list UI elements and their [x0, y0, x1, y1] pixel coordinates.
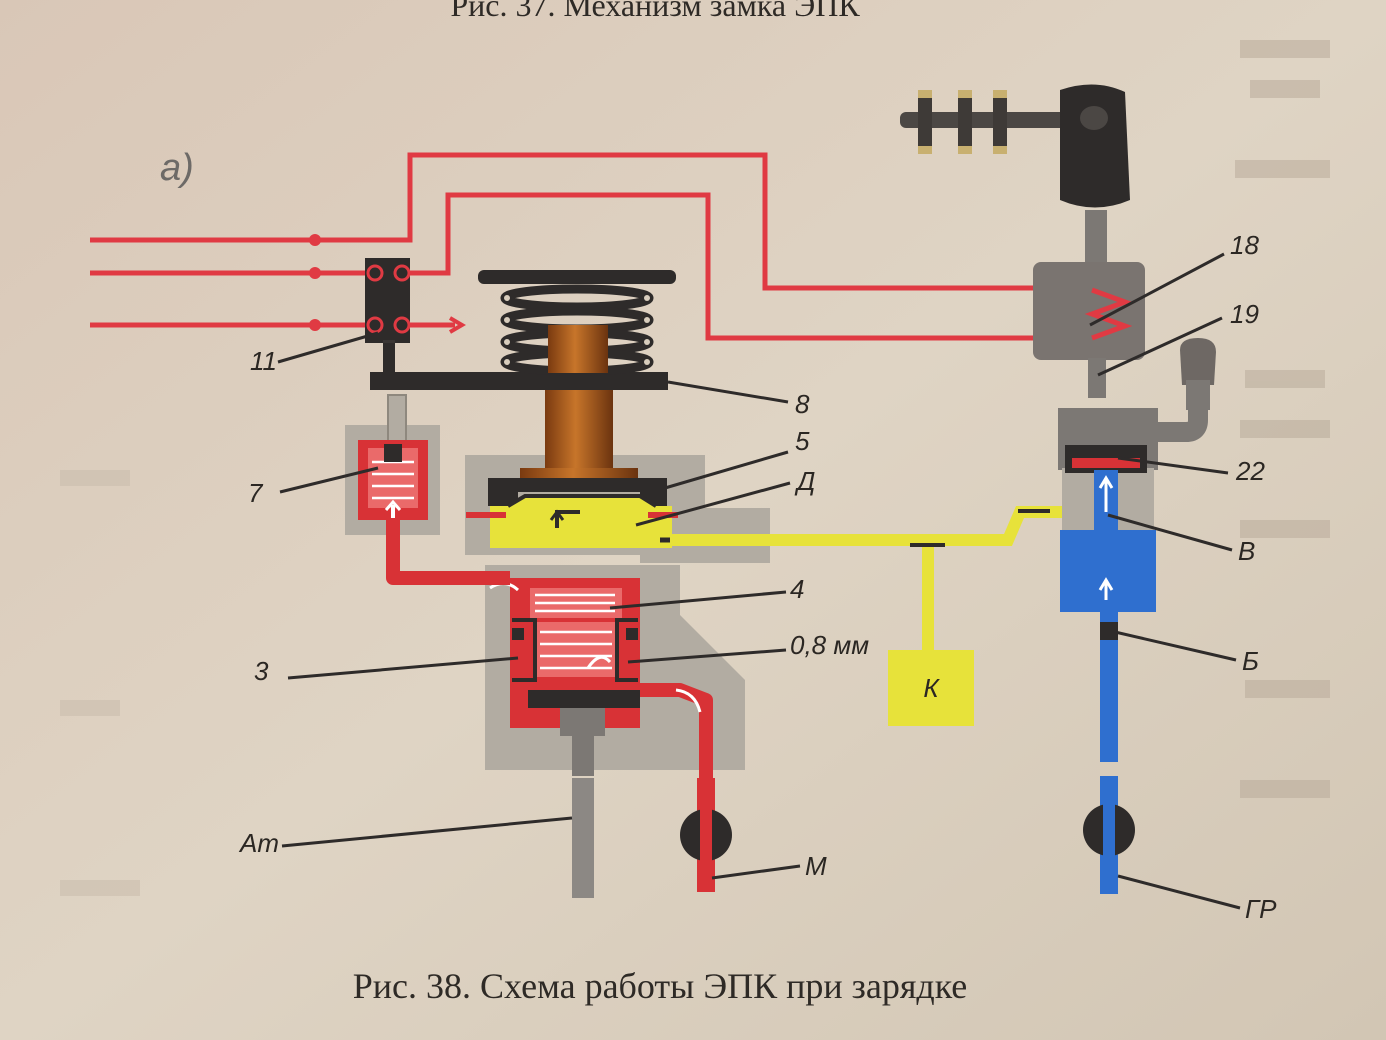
- top-caption: Рис. 37. Механизм замка ЭПК: [450, 0, 860, 23]
- label-7: 7: [248, 478, 264, 508]
- red-pipe-arrow: [675, 688, 702, 713]
- rod-19: [1088, 358, 1106, 398]
- label-gap: 0,8 мм: [790, 630, 869, 660]
- label-5: 5: [795, 426, 810, 456]
- chamber-D: [466, 494, 685, 548]
- side-fitting: [1140, 338, 1216, 442]
- label-D: Д: [794, 466, 815, 496]
- leader-lines: [277, 252, 1241, 910]
- atmosphere-outlet: [560, 708, 605, 898]
- valve-body-right: [1058, 408, 1158, 612]
- red-pipe-7-4: [386, 520, 510, 585]
- label-18: 18: [1230, 230, 1259, 260]
- label-8: 8: [795, 389, 810, 419]
- red-pipe-M: [640, 683, 713, 780]
- bleed-through-text: [60, 40, 1330, 896]
- label-19: 19: [1230, 299, 1259, 329]
- wire-2b: [405, 192, 1110, 341]
- label-3: 3: [254, 656, 269, 686]
- label-4: 4: [790, 574, 804, 604]
- label-At: Ат: [238, 828, 279, 858]
- main-line-M: [680, 778, 732, 892]
- spring-8: [478, 270, 676, 376]
- label-B: Б: [1242, 646, 1259, 676]
- reservoir-K: К: [888, 650, 974, 726]
- label-GR: ГР: [1245, 894, 1277, 924]
- label-M: М: [805, 851, 827, 881]
- panel-label: а): [160, 147, 194, 189]
- wire-1: [90, 152, 1110, 291]
- open-contact: [448, 316, 466, 334]
- bottom-caption: Рис. 38. Схема работы ЭПК при зарядке: [353, 966, 968, 1006]
- label-K: К: [923, 673, 940, 703]
- solenoid-housing-18: [1033, 262, 1145, 360]
- valve-7: [358, 394, 428, 520]
- lever-rod: [383, 343, 395, 373]
- lever-8: [370, 372, 668, 390]
- key-handle: [900, 84, 1130, 265]
- label-V: В: [1238, 536, 1255, 566]
- brake-line-GR: [1083, 612, 1135, 894]
- label-11: 11: [250, 346, 277, 376]
- label-22: 22: [1235, 456, 1265, 486]
- wire-junctions: [309, 234, 321, 331]
- electric-wires: [90, 152, 1110, 341]
- relay-valve-4: [489, 578, 640, 728]
